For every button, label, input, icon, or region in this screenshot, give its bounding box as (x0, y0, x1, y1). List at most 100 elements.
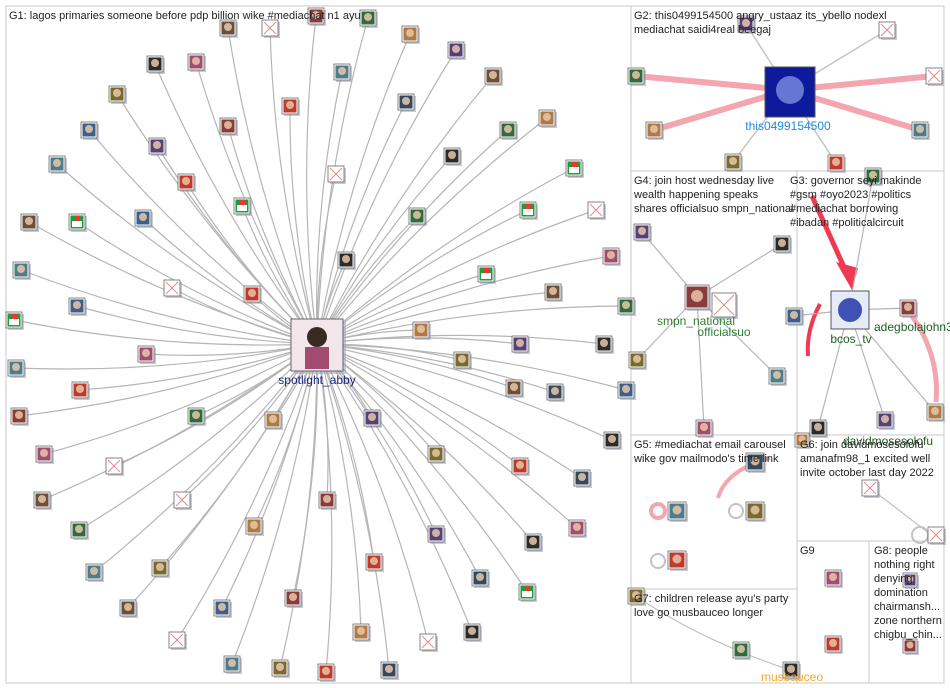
g8-avatar-node (902, 572, 919, 589)
g1-edge (316, 255, 612, 345)
g1-avatar-node (447, 41, 466, 60)
g1-avatar-node (245, 517, 264, 536)
g7-edge (635, 595, 791, 671)
node-image-detail (904, 303, 912, 311)
g1-avatar-node (233, 197, 252, 216)
node-image-detail (289, 593, 297, 601)
g1-avatar-node (12, 261, 31, 280)
node-image-detail (484, 268, 489, 273)
node-image-detail (417, 325, 425, 333)
g5-avatar-node (667, 501, 688, 522)
broken-image-mark (713, 294, 735, 316)
node-image-detail (526, 204, 531, 209)
node-image-detail (40, 449, 48, 457)
g1-edge (93, 343, 318, 573)
g1-edge (88, 129, 318, 345)
g1-edge (316, 343, 390, 671)
label-spotlight_abby: spotlight_abby (278, 373, 355, 387)
g1-avatar-node (85, 563, 104, 582)
g1-avatar-node (108, 85, 127, 104)
g1-avatar-node (524, 533, 543, 552)
g1-avatar-node (484, 67, 503, 86)
node-image-detail (322, 667, 330, 675)
g4-avatar-node (695, 419, 714, 438)
g5-avatar-node (667, 550, 688, 571)
nodes (5, 7, 946, 682)
node-image-detail (452, 45, 460, 53)
node-image-detail (578, 473, 586, 481)
g1-avatar-node (71, 381, 90, 400)
node-image-detail (385, 665, 393, 673)
g1-avatar-node (187, 53, 206, 72)
g4-edge (696, 296, 705, 429)
g1-edge (316, 343, 578, 529)
g2-edge (635, 73, 789, 93)
node-image-detail (814, 423, 822, 431)
label-officialsuo: officialsuo (697, 325, 750, 339)
g3-title: G3: governor seyi makinde #gsm #oyo2023 … (790, 175, 922, 229)
hub-avatar-musbauceo (782, 661, 801, 680)
g5-self-loop (728, 503, 744, 519)
g3-avatar-node (899, 299, 918, 318)
node-image-detail (448, 151, 456, 159)
node-image-detail (516, 461, 524, 469)
label-musbauceo: musbauceo (761, 670, 823, 684)
node-image-detail (15, 411, 23, 419)
node-image-detail (124, 603, 132, 611)
broken-image-mark (880, 23, 894, 37)
node-image-detail (869, 171, 877, 179)
g1-avatar-node (337, 251, 356, 270)
node-image-detail (75, 216, 80, 221)
node-image-detail (458, 355, 466, 363)
node-image-detail (522, 591, 532, 597)
broken-image-mark (927, 69, 941, 83)
g1-edge (176, 343, 318, 641)
node-image-detail (672, 554, 682, 564)
node-image-detail (622, 301, 630, 309)
g1-avatar-node (565, 159, 584, 178)
g3-heavy-edge (809, 194, 851, 278)
node-image-detail (572, 162, 577, 167)
node-image-detail (12, 314, 17, 319)
g1-avatar-node (427, 525, 446, 544)
g1-edge (41, 343, 318, 501)
broken-image-mark (263, 21, 277, 35)
g1-avatar-node (219, 117, 238, 136)
node-image-detail (85, 125, 93, 133)
node-image-detail (76, 385, 84, 393)
g1-edge (316, 75, 494, 345)
node-image-detail (700, 423, 708, 431)
g1-edge (269, 27, 318, 345)
g1-edge (76, 221, 318, 345)
node-image-detail (286, 101, 294, 109)
g1-edge (316, 343, 534, 543)
node-image-detail (17, 265, 25, 273)
node-image-detail (413, 211, 421, 219)
node-image-detail (573, 523, 581, 531)
node-image-detail (672, 505, 682, 515)
g6-avatar-node (861, 479, 880, 498)
g1-edge (306, 15, 318, 345)
g1-avatar-node (511, 335, 530, 354)
label-davidmosesolofu: davidmosesolofu (843, 434, 933, 448)
g2-avatar-node (827, 154, 846, 173)
node-image-detail (829, 639, 837, 647)
node-image-detail (338, 67, 346, 75)
g1-edge (18, 343, 318, 417)
g1-edge (76, 305, 318, 345)
g1-avatar-node (505, 379, 524, 398)
node-image-detail (90, 567, 98, 575)
node-image-detail (139, 213, 147, 221)
g1-edge (316, 305, 627, 345)
g1-avatar-node (213, 599, 232, 618)
g1-avatar-node (518, 583, 537, 602)
g3-avatar-node (876, 411, 895, 430)
g5-self-loop (649, 502, 667, 520)
hub-avatar-detail (776, 76, 804, 104)
node-image-detail (182, 177, 190, 185)
node-image-detail (569, 167, 579, 173)
g1-avatar-node (281, 97, 300, 116)
g5-title: G5: #mediachat email carousel wike gov m… (634, 439, 786, 465)
g1-avatar-node (318, 491, 337, 510)
hub-avatar-detail (307, 327, 327, 347)
